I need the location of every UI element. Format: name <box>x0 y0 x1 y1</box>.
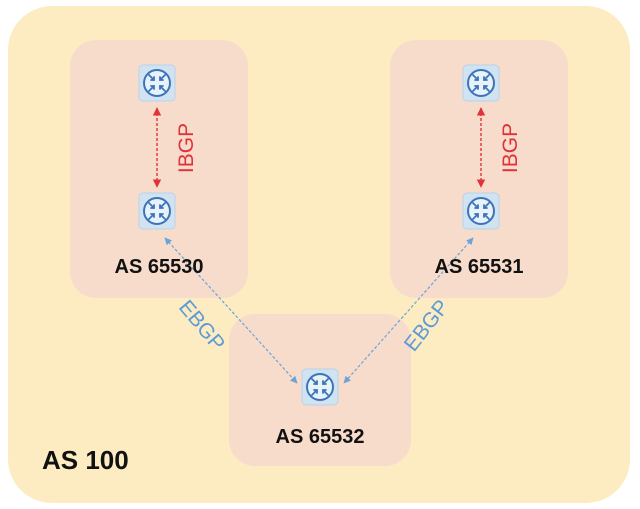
router-icon <box>462 64 500 102</box>
ibgp-label-right: IBGP <box>499 122 523 174</box>
as-65530-label: AS 65530 <box>114 256 204 278</box>
router-icon <box>462 192 500 230</box>
ibgp-label-left: IBGP <box>175 122 199 174</box>
as-65532-label: AS 65532 <box>275 426 365 448</box>
router-icon <box>301 368 339 406</box>
router-icon <box>138 64 176 102</box>
ebgp-link-left <box>164 237 298 384</box>
ebgp-link-right <box>343 237 474 384</box>
as-65531-label: AS 65531 <box>434 256 524 278</box>
as-100-label: AS 100 <box>42 445 129 475</box>
router-icon <box>138 192 176 230</box>
